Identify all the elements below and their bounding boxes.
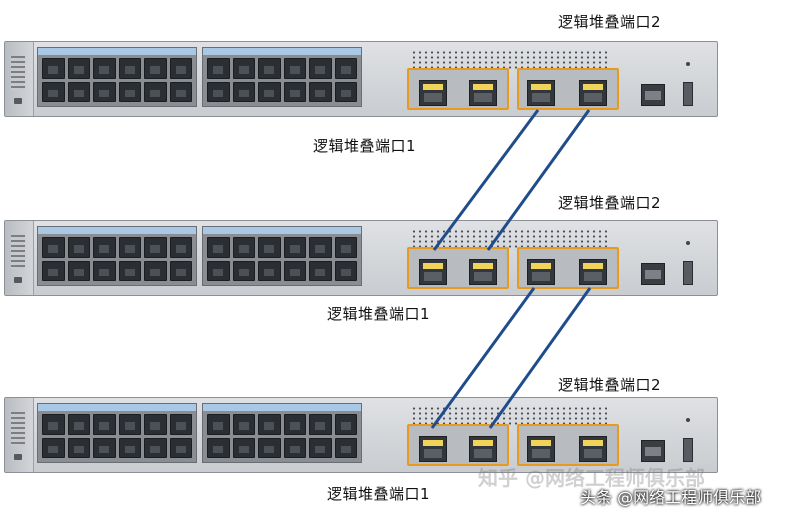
sfp-port (419, 436, 447, 462)
switch-ear (5, 42, 34, 116)
rj45-port-block-a (37, 403, 197, 463)
console-port (641, 84, 665, 106)
sfp-port (579, 436, 607, 462)
vent-grille (411, 229, 607, 249)
sfp-port (527, 259, 555, 285)
switch-1 (4, 41, 718, 117)
sfp-port (527, 80, 555, 106)
toutiao-watermark: 头条 @网络工程师俱乐部 (580, 488, 762, 507)
switch-ear (5, 221, 34, 295)
reset-hole-icon (686, 418, 690, 422)
status-led-icon (14, 454, 22, 460)
stack-port-group-1 (407, 68, 509, 110)
stack-cable-2-3-b (488, 287, 592, 429)
console-port (641, 440, 665, 462)
reset-hole-icon (686, 62, 690, 66)
usb-port (683, 261, 693, 285)
stack-port-1-label: 逻辑堆叠端口1 (327, 305, 431, 323)
usb-port (683, 438, 693, 462)
rj45-port-block-a (37, 47, 197, 107)
stack-port-1-label: 逻辑堆叠端口1 (327, 485, 431, 503)
stack-cable-1-2-b (486, 109, 591, 251)
stack-port-1-label: 逻辑堆叠端口1 (313, 137, 417, 155)
stack-port-2-label: 逻辑堆叠端口2 (558, 13, 662, 31)
stack-port-group-1 (407, 424, 509, 466)
sfp-port (419, 80, 447, 106)
sfp-port (579, 80, 607, 106)
stack-port-group-2 (517, 424, 619, 466)
stack-port-group-2 (517, 247, 619, 289)
rj45-port-block-b (202, 403, 362, 463)
switch-3 (4, 397, 718, 473)
switch-ear (5, 398, 34, 472)
sfp-port (469, 80, 497, 106)
zhihu-watermark: 知乎 @网络工程师俱乐部 (478, 466, 705, 490)
console-port (641, 263, 665, 285)
vent-grille (411, 50, 607, 70)
stack-port-group-1 (407, 247, 509, 289)
stack-cable-2-3-a (430, 287, 536, 429)
sfp-port (419, 259, 447, 285)
reset-hole-icon (686, 241, 690, 245)
switch-2 (4, 220, 718, 296)
sfp-port (527, 436, 555, 462)
stack-port-2-label: 逻辑堆叠端口2 (558, 194, 662, 212)
stack-port-2-label: 逻辑堆叠端口2 (558, 376, 662, 394)
rj45-port-block-a (37, 226, 197, 286)
sfp-port (579, 259, 607, 285)
rj45-port-block-b (202, 226, 362, 286)
vent-grille (411, 406, 607, 426)
sfp-port (469, 259, 497, 285)
status-led-icon (14, 98, 22, 104)
stack-cable-1-2-a (432, 109, 540, 251)
sfp-port (469, 436, 497, 462)
rj45-port-block-b (202, 47, 362, 107)
status-led-icon (14, 277, 22, 283)
usb-port (683, 82, 693, 106)
stack-port-group-2 (517, 68, 619, 110)
